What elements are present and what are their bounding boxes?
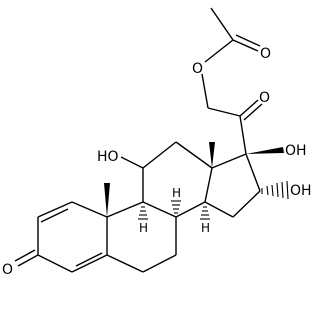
bond-c17-c16	[245, 153, 261, 192]
stereo-bonds	[138, 147, 289, 220]
bond-c10-c1	[71, 201, 108, 218]
acetate-carbonyl-oxygen-label: O	[260, 46, 271, 62]
bond-c3-c4	[37, 254, 73, 273]
c9-hydrogen-label: H	[139, 221, 148, 235]
ring-b	[106, 201, 177, 273]
c11-hydroxyl-label: HO	[97, 149, 119, 165]
bond-c3-eq-o-second	[14, 249, 36, 262]
bond-c13-c17	[211, 153, 247, 169]
bond-c15-c14	[204, 201, 234, 218]
bond-c11-hydroxyl	[120, 156, 144, 169]
bond-methyl-to-carbonyl	[210, 7, 234, 41]
c20-ketone-oxygen-label: O	[259, 90, 270, 106]
c14-hydrogen-label: H	[201, 221, 210, 235]
bond-ch2-to-c20	[207, 107, 241, 117]
bond-c20-eq-o-second	[243, 103, 263, 121]
bond-carbonyl-to-ester-o	[204, 39, 234, 63]
bond-c20-to-c17	[239, 115, 247, 155]
ring-c	[120, 141, 213, 218]
c19-methyl-wedge	[104, 183, 110, 217]
c17-oh-wedge	[246, 147, 284, 154]
c8-h-hash	[171, 200, 181, 214]
c8-hydrogen-label: H	[172, 186, 181, 200]
bond-acetate-c-eq-o-second	[235, 34, 261, 47]
bond-c20-eq-o	[239, 99, 259, 117]
acetate-group	[201, 7, 261, 109]
c14-h-hash	[200, 206, 210, 220]
c17-hydroxyl-label: OH	[285, 143, 307, 159]
c3-ketone-oxygen-label: O	[2, 262, 13, 278]
bond-c4-c5-second	[75, 252, 103, 267]
bond-c5-c6	[106, 254, 144, 273]
bond-c4-c5	[71, 254, 108, 273]
c16-hydroxyl-label: OH	[290, 183, 312, 199]
c16-oh-hash	[261, 180, 289, 200]
bond-c6-c7	[142, 254, 177, 273]
bond-c3-eq-o	[17, 254, 39, 267]
atom-labels: O O O HO OH OH O H H H	[2, 46, 312, 278]
bond-c13-c12	[175, 141, 213, 169]
c9-h-hash	[138, 206, 148, 220]
bond-c16-c15	[232, 190, 261, 218]
bond-c9-c10	[106, 201, 144, 218]
bond-c1-c2-second	[40, 208, 69, 223]
bond-acetate-c-eq-o	[232, 39, 259, 52]
bond-c12-c11	[142, 141, 177, 169]
bond-c8-c14	[175, 201, 206, 218]
bond-c9-c8	[142, 201, 177, 218]
bond-c1-c2	[37, 201, 73, 218]
c18-methyl-wedge	[209, 142, 215, 168]
bond-c14-c13	[204, 167, 213, 203]
angular-methyls	[104, 142, 215, 217]
side-chain	[207, 99, 263, 155]
ring-d	[204, 153, 261, 218]
acetate-ester-oxygen-label: O	[192, 61, 203, 77]
ring-a	[14, 201, 108, 273]
bond-ester-o-to-ch2	[201, 73, 209, 109]
